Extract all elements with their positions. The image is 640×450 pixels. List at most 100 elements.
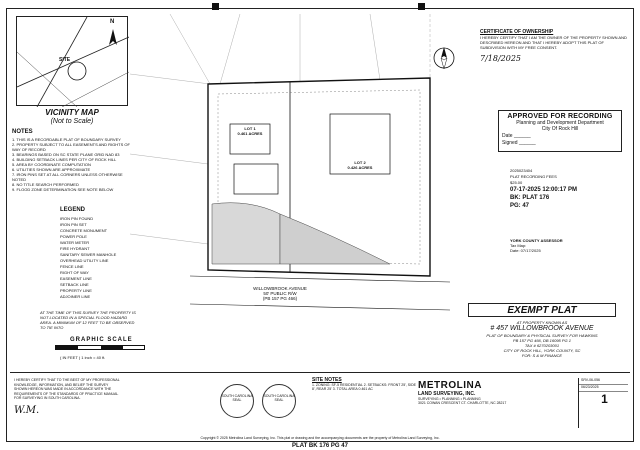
approval-stamp: APPROVED FOR RECORDING Planning and Deve… <box>498 110 622 152</box>
firm-tagline: SURVEYING • PLANNING • PLANNING <box>418 397 481 401</box>
legend-item: SETBACK LINE <box>60 282 89 287</box>
legend-item: FIRE HYDRANT <box>60 246 90 251</box>
surveyor-certification: I HEREBY CERTIFY THAT TO THE BEST OF MY … <box>14 378 120 400</box>
approval-title: APPROVED FOR RECORDING <box>507 113 613 120</box>
title-strip <box>10 372 630 428</box>
note-item: 4. BUILDING SETBACK LINES PER CITY OF RO… <box>12 157 117 162</box>
legend-item: POWER POLE <box>60 234 87 239</box>
note-item: 3. BEARINGS BASED ON SC STATE PLANE GRID… <box>12 152 120 157</box>
assessor-block: YORK COUNTY ASSESSOR Tax Map: Date: 07/1… <box>510 238 622 253</box>
certificate-of-ownership: CERTIFICATE OF OWNERSHIP I HEREBY CERTIF… <box>480 29 630 63</box>
copyright-line: Copyright © 2025 Metrolina Land Surveyin… <box>200 436 440 440</box>
note-item: 9. FLOOD ZONE DETERMINATION SEE NOTE BEL… <box>12 187 114 192</box>
legend-item: FENCE LINE <box>60 264 84 269</box>
firm-sub: LAND SURVEYING, INC. <box>418 391 476 397</box>
property-line: AT PROPERTY KNOWN AS <box>516 320 568 325</box>
notes-block: NOTES 1. THIS IS A RECORDABLE PLAT OF BO… <box>12 129 130 192</box>
scale-unit: ( IN FEET ) <box>60 355 81 360</box>
recording-fee: $25.00 <box>510 180 523 185</box>
assessor-taxmap: Tax Map: <box>510 243 527 248</box>
vicinity-map-drawing <box>16 16 130 108</box>
legend-item: IRON PIN FOUND <box>60 216 94 221</box>
note-item: 8. NO TITLE SEARCH PERFORMED <box>12 182 79 187</box>
exempt-plat-label: EXEMPT PLAT <box>468 303 616 317</box>
assessor-date: Date: 07/17/2025 <box>510 248 541 253</box>
survey-drawing <box>130 14 451 311</box>
registration-mark <box>212 3 219 10</box>
ownership-date: 7/18/2025 <box>480 54 522 63</box>
legend-item: OVERHEAD UTILITY LINE <box>60 258 109 263</box>
site-label: SITE <box>59 57 71 63</box>
registration-mark <box>418 3 425 10</box>
vicinity-subtitle: (Not to Scale) <box>50 118 94 125</box>
recording-book: BK: PLAT 176 <box>510 195 550 201</box>
road-row: 50' PUBLIC R/W <box>263 291 297 296</box>
north-arrow-icon <box>433 47 455 70</box>
note-item: 2. PROPERTY SUBJECT TO ALL EASEMENTS AND… <box>12 142 130 152</box>
recording-number: 2025023404 <box>510 168 533 173</box>
note-item: 6. UTILITIES SHOWN ARE APPROXIMATE <box>12 167 91 172</box>
note-item: 5. AREA BY COORDINATE COMPUTATION <box>12 162 91 167</box>
property-description: AT PROPERTY KNOWN AS # 457 WILLOWBROOK A… <box>460 320 624 358</box>
seal-stamp: SOUTH CAROLINA SEAL <box>262 384 296 418</box>
site-notes-heading: SITE NOTES <box>312 377 342 383</box>
note-item: 1. THIS IS A RECORDABLE PLAT OF BOUNDARY… <box>12 137 121 142</box>
legend-item: EASEMENT LINE <box>60 276 92 281</box>
seal-stamp: SOUTH CAROLINA SEAL <box>220 384 254 418</box>
vicinity-map: SITE N <box>16 16 130 108</box>
plat-reference: PLAT BK 176 PG 47 <box>292 443 348 449</box>
north-label: N <box>110 19 115 25</box>
property-line: CITY OF ROCK HILL, YORK COUNTY, SC <box>503 348 581 353</box>
approval-date-label: Date <box>502 133 513 139</box>
legend-item: RIGHT OF WAY <box>60 270 89 275</box>
scale-ratio: 1 inch = 40 ft. <box>81 355 106 360</box>
surveyor-signature: W.M. <box>14 405 40 416</box>
sheet-date: 06/23/2025 <box>579 385 628 392</box>
property-address: # 457 WILLOWBROOK AVENUE <box>490 325 594 332</box>
legend-item: WATER METER <box>60 240 90 245</box>
property-line: PB 157 PG 466, DB 16095 PG 1 <box>512 338 572 343</box>
sheet-title-block: SRV-06-056 06/23/2025 1 <box>578 378 628 428</box>
recording-page: PG: 47 <box>510 203 530 209</box>
lot-label: LOT 1 0.461 ACRES <box>220 126 280 136</box>
firm-address: 3021 COWAN CRESCENT CT. CHARLOTTE, NC 28… <box>418 401 507 405</box>
property-line: TAX # 6270203001 <box>524 343 560 348</box>
sheet-number: 1 <box>601 392 608 406</box>
ownership-text: I HEREBY CERTIFY THAT I AM THE OWNER OF … <box>480 35 627 50</box>
lot-name: LOT 2 <box>354 160 366 165</box>
flood-note: AT THE TIME OF THIS SURVEY THE PROPERTY … <box>40 310 136 330</box>
approval-city: City Of Rock Hill <box>541 126 579 132</box>
legend-item: SANITARY SEWER MANHOLE <box>60 252 117 257</box>
property-line: PLAT OF BOUNDARY & PHYSICAL SURVEY FOR H… <box>486 333 598 338</box>
lot-label: LOT 2 0.426 ACRES <box>330 160 390 170</box>
ownership-heading: CERTIFICATE OF OWNERSHIP <box>480 29 554 35</box>
notes-heading: NOTES <box>12 129 33 135</box>
legend-item: IRON PIN SET <box>60 222 87 227</box>
lot-name: LOT 1 <box>244 126 256 131</box>
site-notes: SITE NOTES 1. ZONING: SF-5 RESIDENTIAL 2… <box>312 378 416 392</box>
lot-area: 0.461 ACRES <box>237 131 263 136</box>
firm-block: METROLINA LAND SURVEYING, INC. SURVEYING… <box>418 380 578 405</box>
lot-area: 0.426 ACRES <box>347 165 373 170</box>
approval-signed-label: Signed <box>502 140 518 146</box>
legend-heading: LEGEND <box>60 207 86 213</box>
legend-item: CONCRETE MONUMENT <box>60 228 108 233</box>
legend-item: ADJOINER LINE <box>60 294 91 299</box>
legend-block: LEGEND IRON PIN FOUND IRON PIN SET CONCR… <box>60 207 140 300</box>
firm-name: METROLINA <box>418 380 482 391</box>
site-notes-text: 1. ZONING: SF-5 RESIDENTIAL 2. SETBACKS:… <box>312 382 416 392</box>
graphic-scale-title: GRAPHIC SCALE <box>70 337 133 343</box>
recording-fee-label: PLAT RECORDING FEES <box>510 174 557 179</box>
road-name: WILLOWBROOK AVENUE <box>253 286 307 291</box>
graphic-scale-unit: ( IN FEET ) 1 inch = 40 ft. <box>60 355 105 360</box>
assessor-title: YORK COUNTY ASSESSOR <box>510 238 563 243</box>
vicinity-title: VICINITY MAP <box>45 108 99 117</box>
recording-date: 07-17-2025 12:00:17 PM <box>510 187 578 193</box>
legend-item: PROPERTY LINE <box>60 288 92 293</box>
property-line: FOR: S & M FINANCE <box>521 353 563 358</box>
recording-block: 2025023404 PLAT RECORDING FEES $25.00 07… <box>510 168 622 210</box>
road-ref: (PB 157 PG 466) <box>262 296 298 301</box>
note-item: 7. IRON PINS SET AT ALL CORNERS UNLESS O… <box>12 172 123 182</box>
graphic-scale-bar <box>55 345 145 350</box>
road-label: WILLOWBROOK AVENUE 50' PUBLIC R/W (PB 15… <box>220 286 340 301</box>
